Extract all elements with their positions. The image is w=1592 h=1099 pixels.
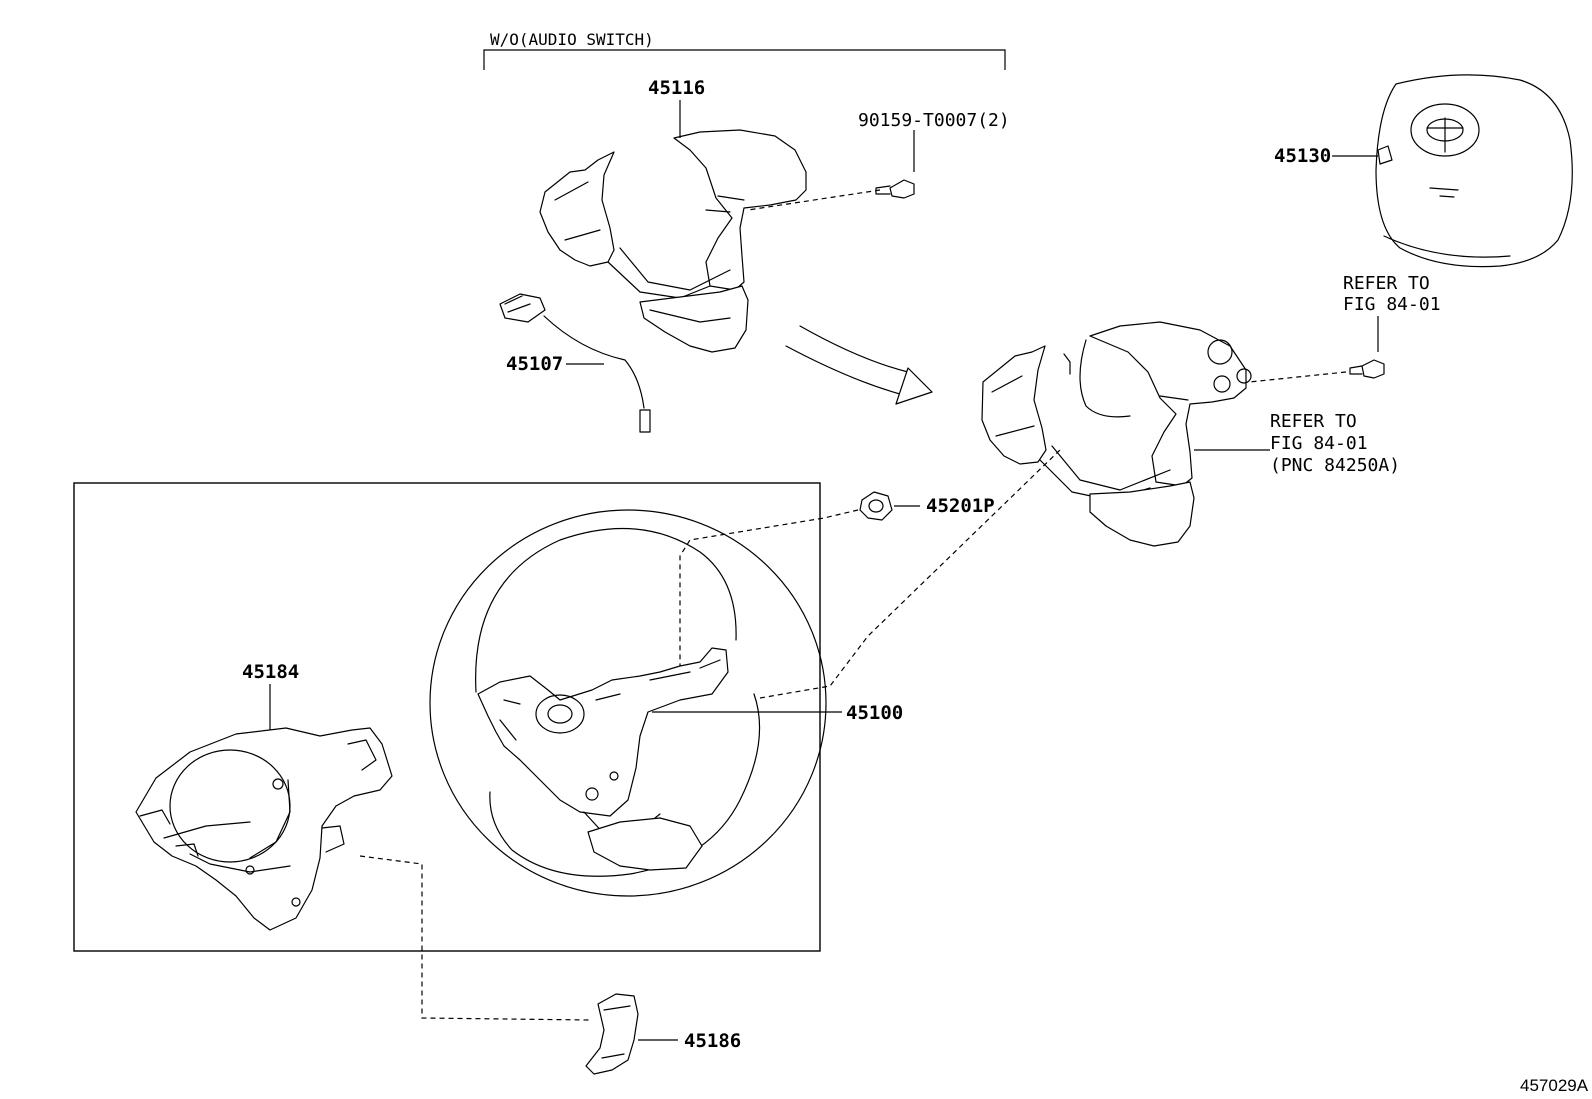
drawing-id: 457029A <box>1520 1076 1589 1095</box>
steering-wheel-45100: 45100 <box>429 447 1063 897</box>
note-refer-top-line2: FIG 84-01 <box>1343 294 1441 315</box>
assembly-box <box>73 482 821 952</box>
cover-audio-switch-drawing <box>981 321 1270 547</box>
part-label-45130: 45130 <box>1274 145 1331 167</box>
nut-45201p: 45201P <box>679 491 995 690</box>
part-label-45107: 45107 <box>506 353 563 375</box>
note-refer-mid-line3: (PNC 84250A) <box>1270 455 1400 476</box>
note-refer-top-line1: REFER TO <box>1343 273 1430 294</box>
part-label-45201p: 45201P <box>926 495 995 517</box>
rear-cover-45184: 45184 <box>135 661 591 1021</box>
audio-switch-bracket: W/O(AUDIO SWITCH) <box>483 30 1006 70</box>
note-refer-mid-line2: FIG 84-01 <box>1270 433 1368 454</box>
part-label-45116: 45116 <box>648 77 705 99</box>
note-refer-mid-line1: REFER TO <box>1270 411 1357 432</box>
transition-arrow <box>785 325 933 405</box>
note-refer-mid: REFER TO FIG 84-01 (PNC 84250A) <box>1270 411 1400 476</box>
small-cover-45186: 45186 <box>585 993 741 1075</box>
airbag-45130: 45130 <box>1274 74 1573 268</box>
harness-45107: 45107 <box>499 293 651 433</box>
screw-90159: 90159-T0007(2) <box>747 110 1010 211</box>
part-label-45184: 45184 <box>242 661 299 683</box>
note-refer-top: REFER TO FIG 84-01 <box>1343 273 1441 352</box>
bracket-label: W/O(AUDIO SWITCH) <box>490 30 654 49</box>
part-label-45186: 45186 <box>684 1030 741 1052</box>
part-label-45100: 45100 <box>846 702 903 724</box>
screw-refer-top <box>1229 359 1385 385</box>
cover-45116-drawing <box>539 129 807 353</box>
part-label-90159: 90159-T0007(2) <box>858 110 1010 131</box>
leader-45116: 45116 <box>648 77 705 138</box>
